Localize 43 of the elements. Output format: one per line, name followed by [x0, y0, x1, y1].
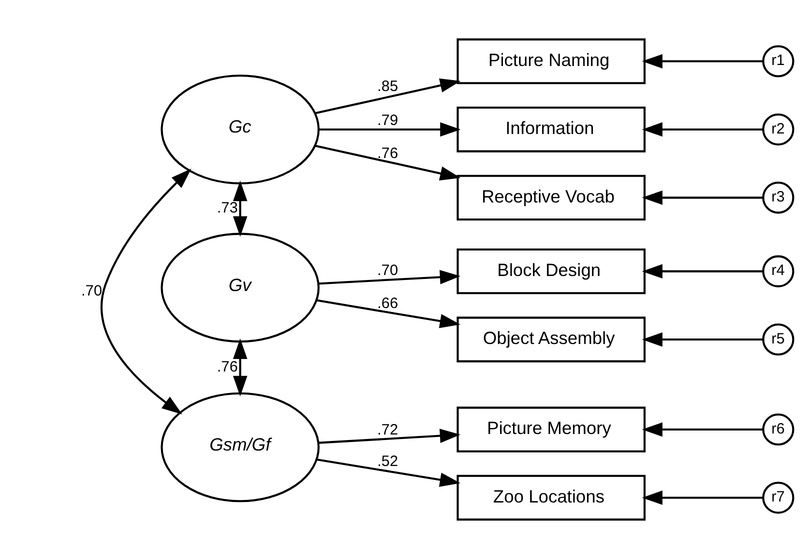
arrow: [316, 458, 460, 487]
arrow: [642, 190, 764, 205]
edge-label: .66: [377, 294, 398, 312]
arrow: [642, 422, 764, 437]
arrow: [233, 180, 248, 237]
arrow: [316, 299, 460, 328]
arrow: [642, 490, 764, 505]
edge-label: .52: [377, 453, 398, 470]
node-box: Information: [456, 106, 646, 152]
node-box: Block Design: [456, 248, 646, 294]
arrow: [318, 270, 460, 285]
arrow: [314, 78, 461, 114]
edge-label: .85: [377, 78, 398, 96]
node-circle: r6: [762, 414, 794, 446]
edge-label: .79: [377, 112, 398, 130]
node-box: Object Assembly: [456, 316, 646, 362]
arrow: [314, 144, 461, 180]
node-ellipse: Gc: [160, 74, 320, 184]
node-ellipse: Gv: [160, 232, 320, 343]
arrow: [642, 54, 764, 68]
arrow: [318, 428, 460, 444]
arrow: [642, 332, 764, 347]
node-circle: r2: [762, 113, 794, 146]
node-box: Receptive Vocab: [456, 174, 646, 221]
edge-label: .70: [81, 282, 102, 300]
node-box: Picture Memory: [456, 406, 646, 452]
edge-label: .73: [216, 199, 238, 216]
edge-label: .72: [377, 422, 398, 439]
node-box: Picture Naming: [456, 38, 646, 84]
arrow: [642, 264, 764, 278]
edge-label: .76: [216, 358, 238, 376]
edge-label: .70: [377, 262, 398, 280]
node-circle: r7: [762, 482, 794, 514]
arrow: [233, 338, 248, 396]
node-circle: r1: [762, 45, 794, 78]
edge-label: .76: [377, 144, 398, 162]
arrow: [642, 122, 764, 137]
arrow: [100, 168, 192, 414]
arrow: [318, 122, 461, 137]
node-circle: r5: [762, 323, 794, 356]
node-circle: r3: [762, 182, 794, 214]
node-box: Zoo Locations: [456, 474, 646, 521]
node-circle: r4: [762, 255, 794, 288]
